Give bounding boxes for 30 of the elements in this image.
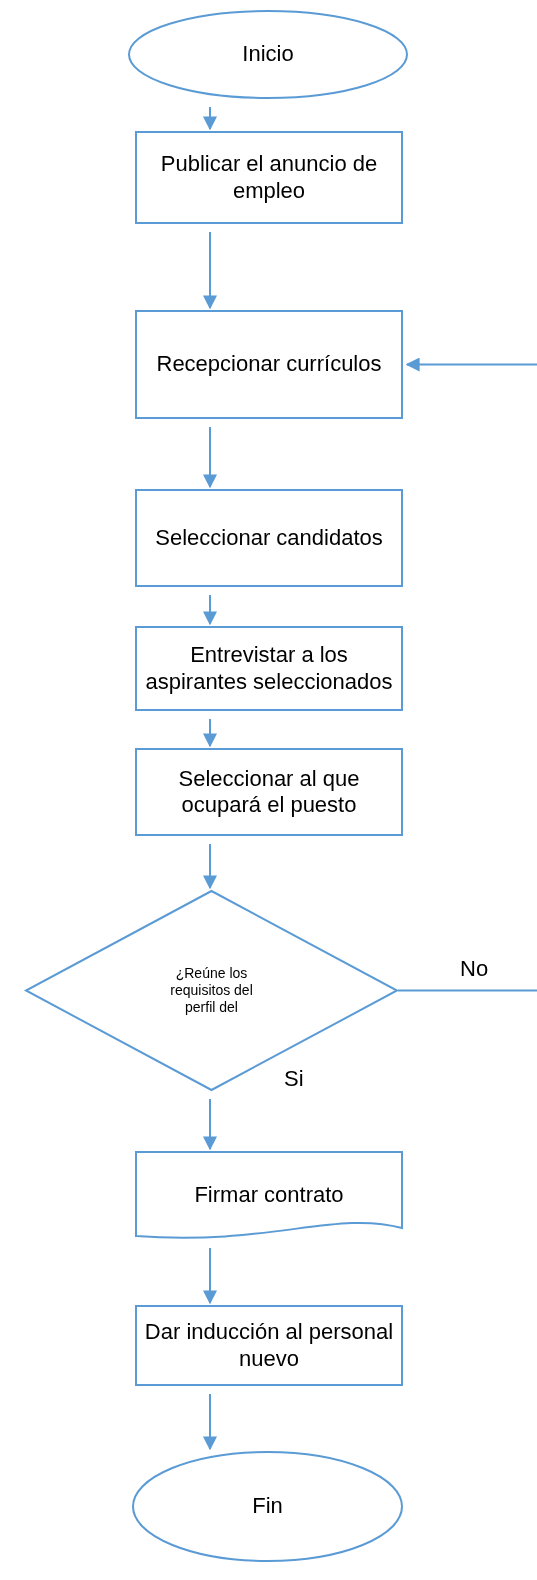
process-box: [135, 1305, 403, 1386]
decision-diamond: [25, 890, 398, 1091]
node-text: Inicio: [241, 41, 295, 68]
arrow: [203, 1098, 217, 1151]
arrow: [203, 718, 217, 748]
arrow: [203, 843, 217, 890]
process-box: [135, 489, 403, 587]
process-box: [135, 131, 403, 224]
process-box: [135, 310, 403, 419]
arrow: [203, 594, 217, 626]
node-text: ¿Reúne los requisitos del perfil del: [169, 965, 254, 1016]
node-text: Firmar contrato: [193, 1182, 345, 1209]
node-text: Seleccionar candidatos: [154, 524, 384, 552]
arrow: [203, 231, 217, 310]
arrow: [203, 426, 217, 489]
node-text: Seleccionar al que ocupará el puesto: [177, 765, 361, 819]
node-text: Dar inducción al personal nuevo: [143, 1319, 395, 1372]
document-shape: [135, 1151, 403, 1240]
arrow: [405, 357, 537, 372]
terminal-ellipse: [132, 1451, 403, 1562]
node-text: Fin: [251, 1493, 284, 1520]
node-text: Publicar el anuncio de empleo: [159, 151, 379, 204]
node-text: Entrevistar a los aspirantes seleccionados: [144, 642, 394, 695]
arrow: [203, 1393, 217, 1451]
arrow: [203, 1247, 217, 1305]
process-box: [135, 626, 403, 711]
terminal-ellipse: [128, 10, 408, 99]
process-box: [135, 748, 403, 836]
arrow: [203, 106, 217, 131]
node-text: Recepcionar currículos: [155, 351, 383, 378]
